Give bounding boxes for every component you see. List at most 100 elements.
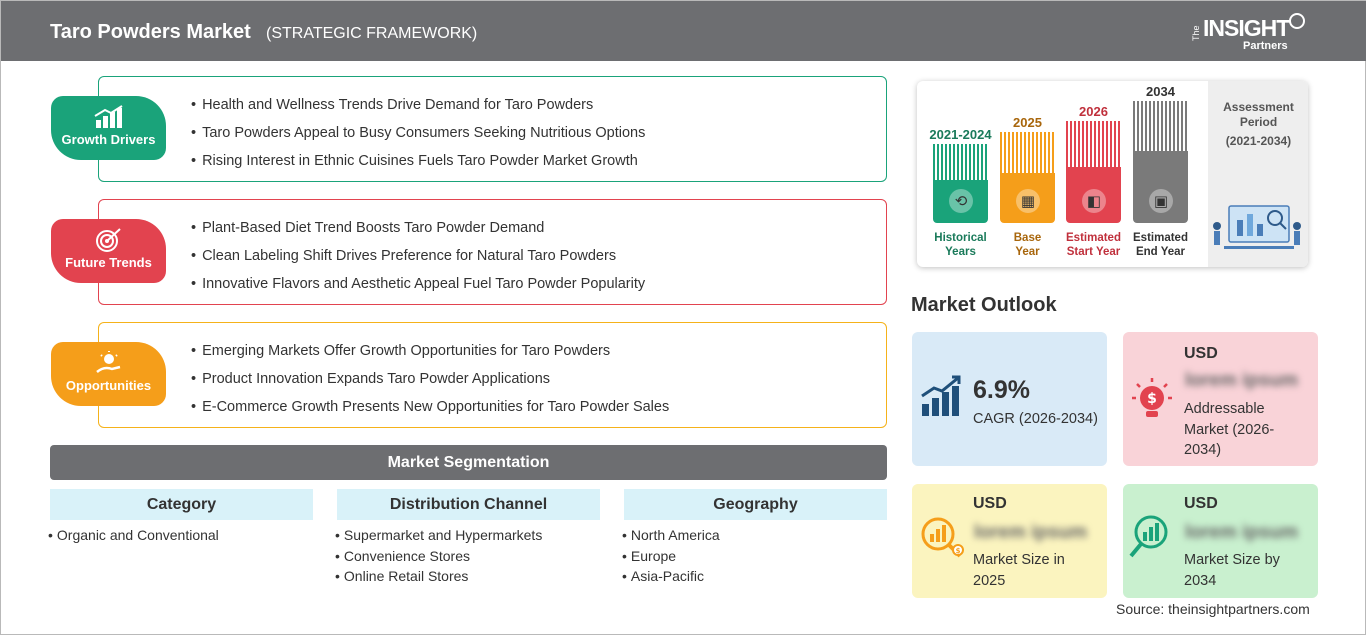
list-item: Asia-Pacific — [622, 566, 720, 587]
cagr-value: 6.9% — [973, 376, 1030, 404]
analytics-illustration-icon — [1213, 205, 1301, 249]
opportunities-list: Emerging Markets Offer Growth Opportunit… — [191, 337, 669, 421]
growth-drivers-label: Growth Drivers — [61, 132, 156, 147]
size-2025-value: lorem ipsum — [974, 522, 1087, 543]
bar-caption-line: Base — [1013, 232, 1042, 244]
list-item: Plant-Based Diet Trend Boosts Taro Powde… — [191, 214, 645, 242]
segment-list-category: Organic and Conventional — [48, 525, 219, 546]
bar-year-label: 2021-2024 — [929, 127, 992, 142]
bar-year-label: 2034 — [1146, 84, 1175, 99]
logo-insight: INSIGHT — [1203, 15, 1290, 41]
logo-the: The — [1191, 25, 1201, 41]
list-item: Clean Labeling Shift Drives Preference f… — [191, 242, 645, 270]
svg-text:$: $ — [956, 547, 961, 555]
size-2034-label-2: 2034 — [1184, 572, 1217, 589]
segment-list-geography: North America Europe Asia-Pacific — [622, 525, 720, 587]
logo-lens-icon — [1289, 13, 1305, 29]
list-item: Supermarket and Hypermarkets — [335, 525, 542, 546]
assessment-period: (2021-2034) — [1225, 134, 1292, 148]
bar-caption-line: Historical — [934, 232, 987, 244]
list-item: E-Commerce Growth Presents New Opportuni… — [191, 393, 669, 421]
size-2034-value: lorem ipsum — [1185, 522, 1298, 543]
growth-chart-icon — [921, 375, 961, 416]
bar-caption-line: Estimated — [1066, 232, 1121, 244]
magnifier-growth-icon — [1129, 515, 1168, 558]
addressable-market-card: $ USD lorem ipsum Addressable Market (20… — [1123, 332, 1318, 466]
history-icon: ⟲ — [949, 189, 973, 213]
bar-hatch — [1066, 121, 1121, 167]
future-trends-list: Plant-Based Diet Trend Boosts Taro Powde… — [191, 214, 645, 298]
assessment-bar — [1000, 172, 1055, 223]
future-trends-badge: Future Trends — [51, 219, 166, 283]
cagr-label: CAGR (2026-2034) — [973, 411, 1098, 427]
bar-caption-line: Estimated — [1133, 232, 1188, 244]
magnifier-chart-icon: $ — [921, 517, 964, 558]
addressable-label-1: Addressable — [1184, 401, 1265, 417]
list-item: Innovative Flavors and Aesthetic Appeal … — [191, 270, 645, 298]
assessment-bar — [1133, 151, 1188, 223]
bar-hatch — [933, 144, 988, 180]
opportunities-label: Opportunities — [65, 378, 152, 393]
list-item: Convenience Stores — [335, 546, 542, 567]
assessment-bar — [1066, 166, 1121, 223]
market-size-2034-card: USD lorem ipsum Market Size by 2034 — [1123, 484, 1318, 598]
list-item: North America — [622, 525, 720, 546]
bar-caption-line: Year — [1015, 246, 1040, 258]
bar-hatch — [1000, 132, 1055, 173]
presentation-icon: ▣ — [1149, 189, 1173, 213]
bar-year-label: 2025 — [1013, 115, 1042, 130]
lightbulb-hand-icon — [95, 351, 120, 373]
bar-growth-icon — [93, 105, 123, 128]
page-title: Taro Powders Market — [50, 21, 251, 43]
assessment-title: Assessment Period — [1223, 100, 1294, 129]
cagr-card: 6.9% CAGR (2026-2034) — [912, 332, 1107, 466]
market-outlook-title: Market Outlook — [911, 294, 1057, 316]
future-trends-label: Future Trends — [65, 255, 152, 270]
addressable-value: lorem ipsum — [1185, 370, 1298, 391]
segmentation-title-bar: Market Segmentation — [50, 445, 887, 480]
growth-drivers-list: Health and Wellness Trends Drive Demand … — [191, 91, 645, 175]
list-item: Product Innovation Expands Taro Powder A… — [191, 365, 669, 393]
insight-partners-logo[interactable]: The INSIGHT Partners — [1191, 13, 1311, 55]
page-subtitle: (STRATEGIC FRAMEWORK) — [266, 25, 478, 42]
target-icon — [95, 228, 121, 252]
addressable-label-2: Market (2026- — [1184, 421, 1275, 438]
header-bar: Taro Powders Market (STRATEGIC FRAMEWORK… — [1, 1, 1366, 61]
source-credit: Source: theinsightpartners.com — [1116, 601, 1310, 617]
bar-caption-line: Years — [945, 246, 976, 258]
chart-start-icon: ◧ — [1082, 189, 1106, 213]
size-2025-label-1: Market Size in — [973, 552, 1065, 568]
addressable-usd: USD — [1184, 345, 1218, 362]
svg-text:$: $ — [1147, 391, 1157, 407]
size-2034-usd: USD — [1184, 495, 1218, 512]
size-2034-label-1: Market Size by — [1184, 552, 1280, 568]
logo-partners: Partners — [1243, 40, 1288, 52]
list-item: Health and Wellness Trends Drive Demand … — [191, 91, 645, 119]
list-item: Online Retail Stores — [335, 566, 542, 587]
size-2025-label-2: 2025 — [973, 572, 1006, 589]
bar-hatch — [1133, 101, 1188, 151]
list-item: Emerging Markets Offer Growth Opportunit… — [191, 337, 669, 365]
segment-heading-distribution: Distribution Channel — [337, 489, 600, 520]
list-item: Taro Powders Appeal to Busy Consumers Se… — [191, 119, 645, 147]
money-bulb-icon: $ — [1132, 378, 1172, 417]
list-item: Rising Interest in Ethnic Cuisines Fuels… — [191, 147, 645, 175]
growth-drivers-badge: Growth Drivers — [51, 96, 166, 160]
list-item: Organic and Conventional — [48, 525, 219, 546]
size-2025-usd: USD — [973, 495, 1007, 512]
assessment-bar — [933, 179, 988, 223]
segment-heading-geography: Geography — [624, 489, 887, 520]
addressable-label-3: 2034) — [1184, 442, 1222, 458]
segment-list-distribution: Supermarket and Hypermarkets Convenience… — [335, 525, 542, 587]
bar-year-label: 2026 — [1079, 104, 1108, 119]
opportunities-badge: Opportunities — [51, 342, 166, 406]
market-size-2025-card: $ USD lorem ipsum Market Size in 2025 — [912, 484, 1107, 598]
segment-heading-category: Category — [50, 489, 313, 520]
calendar-icon: ▦ — [1016, 189, 1040, 213]
bar-caption-line: End Year — [1135, 246, 1185, 258]
